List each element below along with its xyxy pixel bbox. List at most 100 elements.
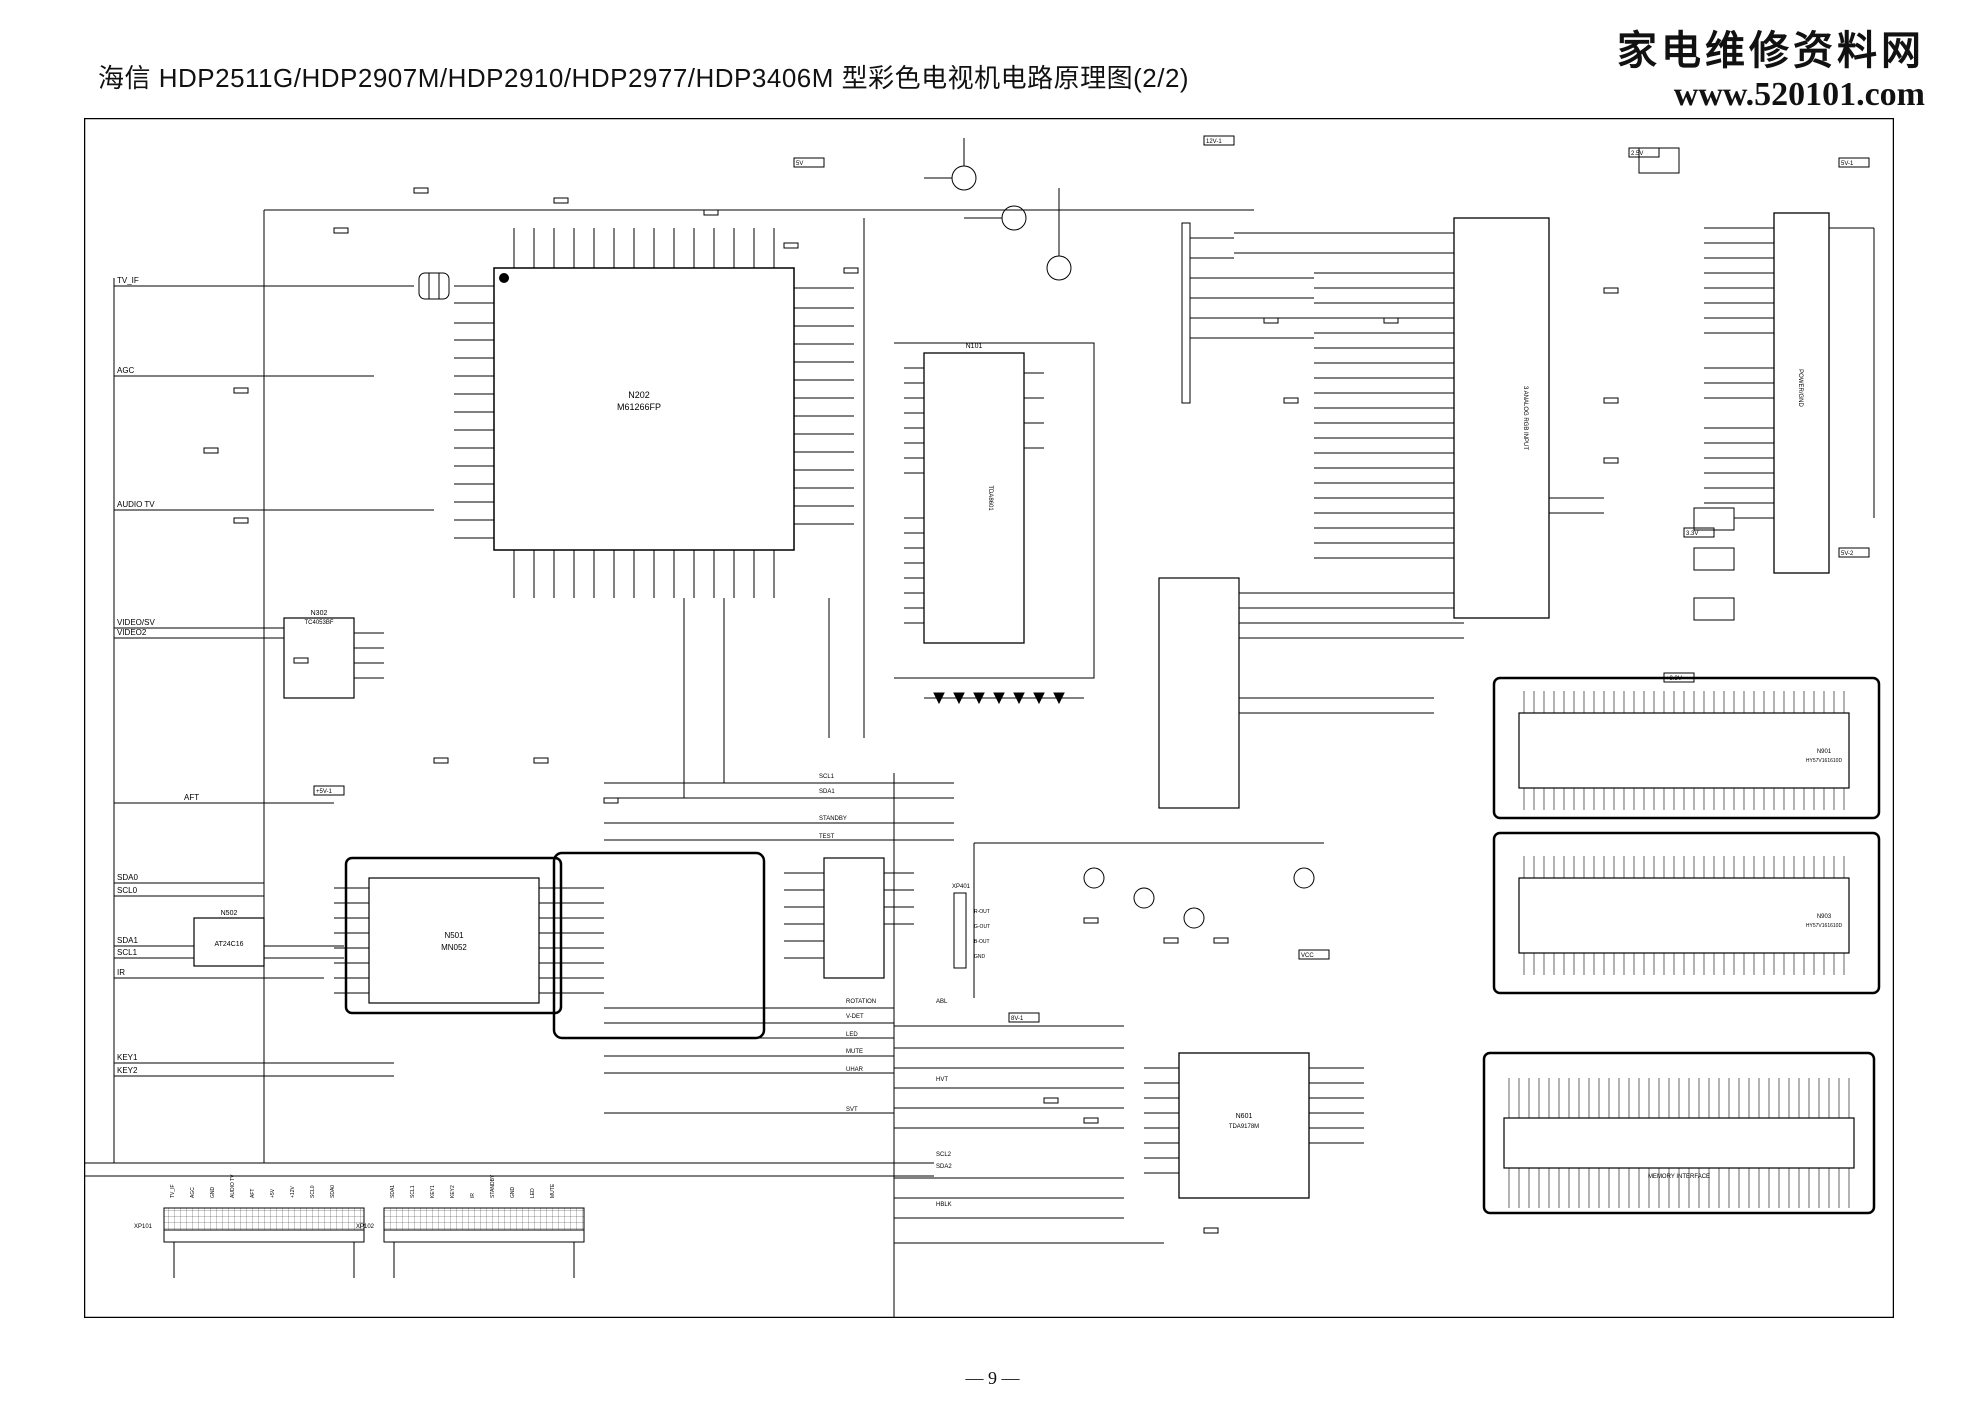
chip-n901: N901 HY57V161610D [1492,676,1881,820]
connector-pin: AFT [250,1189,256,1198]
chip-rgb-input: 3 ANALOG RGB INPUT [1234,217,1604,619]
signal-label: HVT [936,1077,948,1083]
right-signal-labels: SCL1 SDA1 STANDBY TEST ROTATION V-DET LE… [819,774,952,1208]
rail-label: 3.3V [1686,531,1698,537]
connector-pin: KEY1 [430,1185,436,1198]
chip-ref: N302 [311,610,328,617]
connector-pin: TV_IF [170,1184,176,1198]
chip-part: TDA9178M [1229,1124,1259,1130]
left-signal-labels: TV_IF AGC AUDIO TV VIDEO/SV VIDEO2 AFT S… [117,276,199,1075]
page-number: — 9 — [965,1368,1020,1388]
signal-label: SDA2 [936,1164,952,1170]
power-rail-tags: 5V +5V-1 3.3V +3.3V 2.5V 12V-1 5V-1 5V-2… [313,135,1870,1023]
site-name: 家电维修资料网 [1617,27,1925,74]
signal-label: ABL [936,999,948,1005]
chip-part: TDA8601 [987,485,993,511]
connector-pin: KEY2 [450,1185,456,1198]
chip-part: TC4053BF [304,620,333,626]
signal-label: SDA1 [117,936,138,945]
chip-part: AT24C16 [214,941,243,948]
signal-label: STANDBY [819,816,847,822]
connector-pin: SDA1 [390,1185,396,1198]
signal-label: AFT [184,793,199,802]
signal-label: SCL1 [819,774,835,780]
signal-label: LED [846,1032,858,1038]
signal-label: KEY1 [117,1053,138,1062]
site-watermark: 家电维修资料网 www.520101.com [1617,18,1925,114]
chip-part: HY57V161610D [1806,923,1843,929]
connector-pin: IR [470,1193,476,1198]
signal-label: AGC [117,366,135,375]
connector-pin: +5V [270,1188,276,1198]
signal-label: VIDEO/SV [117,618,155,627]
connector-pin: LED [530,1188,536,1198]
signal-label: KEY2 [117,1066,138,1075]
chip-ref: N202 [628,390,650,400]
left-signal-bus [84,209,1254,1177]
chip-ref: N901 [1817,749,1832,755]
chip-label: 3 ANALOG RGB INPUT [1522,386,1528,450]
signal-label: MUTE [846,1049,863,1055]
rail-label: +3.3V [1666,676,1682,682]
signal-label: SCL2 [936,1152,952,1158]
chip-ref: N501 [444,931,464,940]
pin-ticks [1508,691,1850,1208]
connector-pin: R-OUT [974,909,990,915]
regulators [1638,147,1735,621]
output-section [893,773,1324,1318]
bus-frame [552,851,766,1040]
chip-mcu-interface [784,857,914,979]
chip-n502: N502 AT24C16 [193,910,265,967]
connector-pin: GND [210,1187,216,1199]
passive-components [203,187,1619,1234]
page-title: 海信 HDP2511G/HDP2907M/HDP2910/HDP2977/HDP… [98,63,1190,93]
connector-pin: SCL0 [310,1185,316,1198]
diode-array [924,692,1084,705]
signal-label: TV_IF [117,276,139,285]
signal-label: SVT [846,1107,858,1113]
schematic-diagram: TV_IF AGC AUDIO TV VIDEO/SV VIDEO2 AFT S… [84,118,1894,1318]
connector-xp102: XP102 SDA1 SCL1 KEY1 KEY2 IR STANDBY GND… [356,1174,585,1278]
connector-xp401: XP401 R-OUT G-OUT B-OUT GND [952,884,990,969]
connector-pin: STANDBY [490,1174,496,1198]
transistor-group [924,138,1072,281]
signal-label: SDA0 [117,873,138,882]
site-url: www.520101.com [1673,76,1925,113]
connector-pin: SDA0 [330,1185,336,1198]
connector-pin: G-OUT [974,924,990,930]
chip-video-dac [1158,577,1464,809]
connector-pin: +12V [290,1186,296,1198]
signal-label: SCL0 [117,886,138,895]
connector-pin: B-OUT [974,939,990,945]
signal-label: UHAR [846,1067,864,1073]
chip-n501: N501 MN052 [334,856,604,1015]
chip-part: MN052 [441,943,467,952]
connector-pin: MUTE [550,1183,556,1198]
chip-ref: N601 [1236,1113,1253,1120]
rail-label: 5V [796,161,803,167]
rail-label: 8V-1 [1011,1016,1024,1022]
chip-n101: N101 TDA8601 [904,343,1044,644]
signal-label: HBLK [936,1202,952,1208]
signal-label: V-DET [846,1014,864,1020]
chip-part: HY57V161610D [1806,758,1843,764]
connector-pin: AUDIO TV [230,1174,236,1198]
signal-label: VIDEO2 [117,628,147,637]
signal-label: ROTATION [846,999,876,1005]
chip-label: POWER/GND [1797,369,1803,407]
chip-ref: N101 [966,343,983,350]
signal-label: TEST [819,834,835,840]
mcu-bus-lines [604,218,954,1114]
connector-ref: XP102 [356,1224,375,1230]
chip-n302: N302 TC4053BF [283,610,384,699]
rail-label: VCC [1301,953,1314,959]
rail-label: 5V-1 [1841,161,1854,167]
chip-power: POWER/GND [1704,212,1875,574]
chip-ref: N502 [221,910,238,917]
chip-n903: N903 HY57V161610D [1492,831,1881,995]
chip-n601: N601 TDA9178M [1144,1052,1364,1199]
chip-part: M61266FP [617,402,661,412]
rail-label: 2.5V [1631,151,1643,157]
connector-pin: AGC [190,1187,196,1198]
saw-filter [418,272,450,300]
